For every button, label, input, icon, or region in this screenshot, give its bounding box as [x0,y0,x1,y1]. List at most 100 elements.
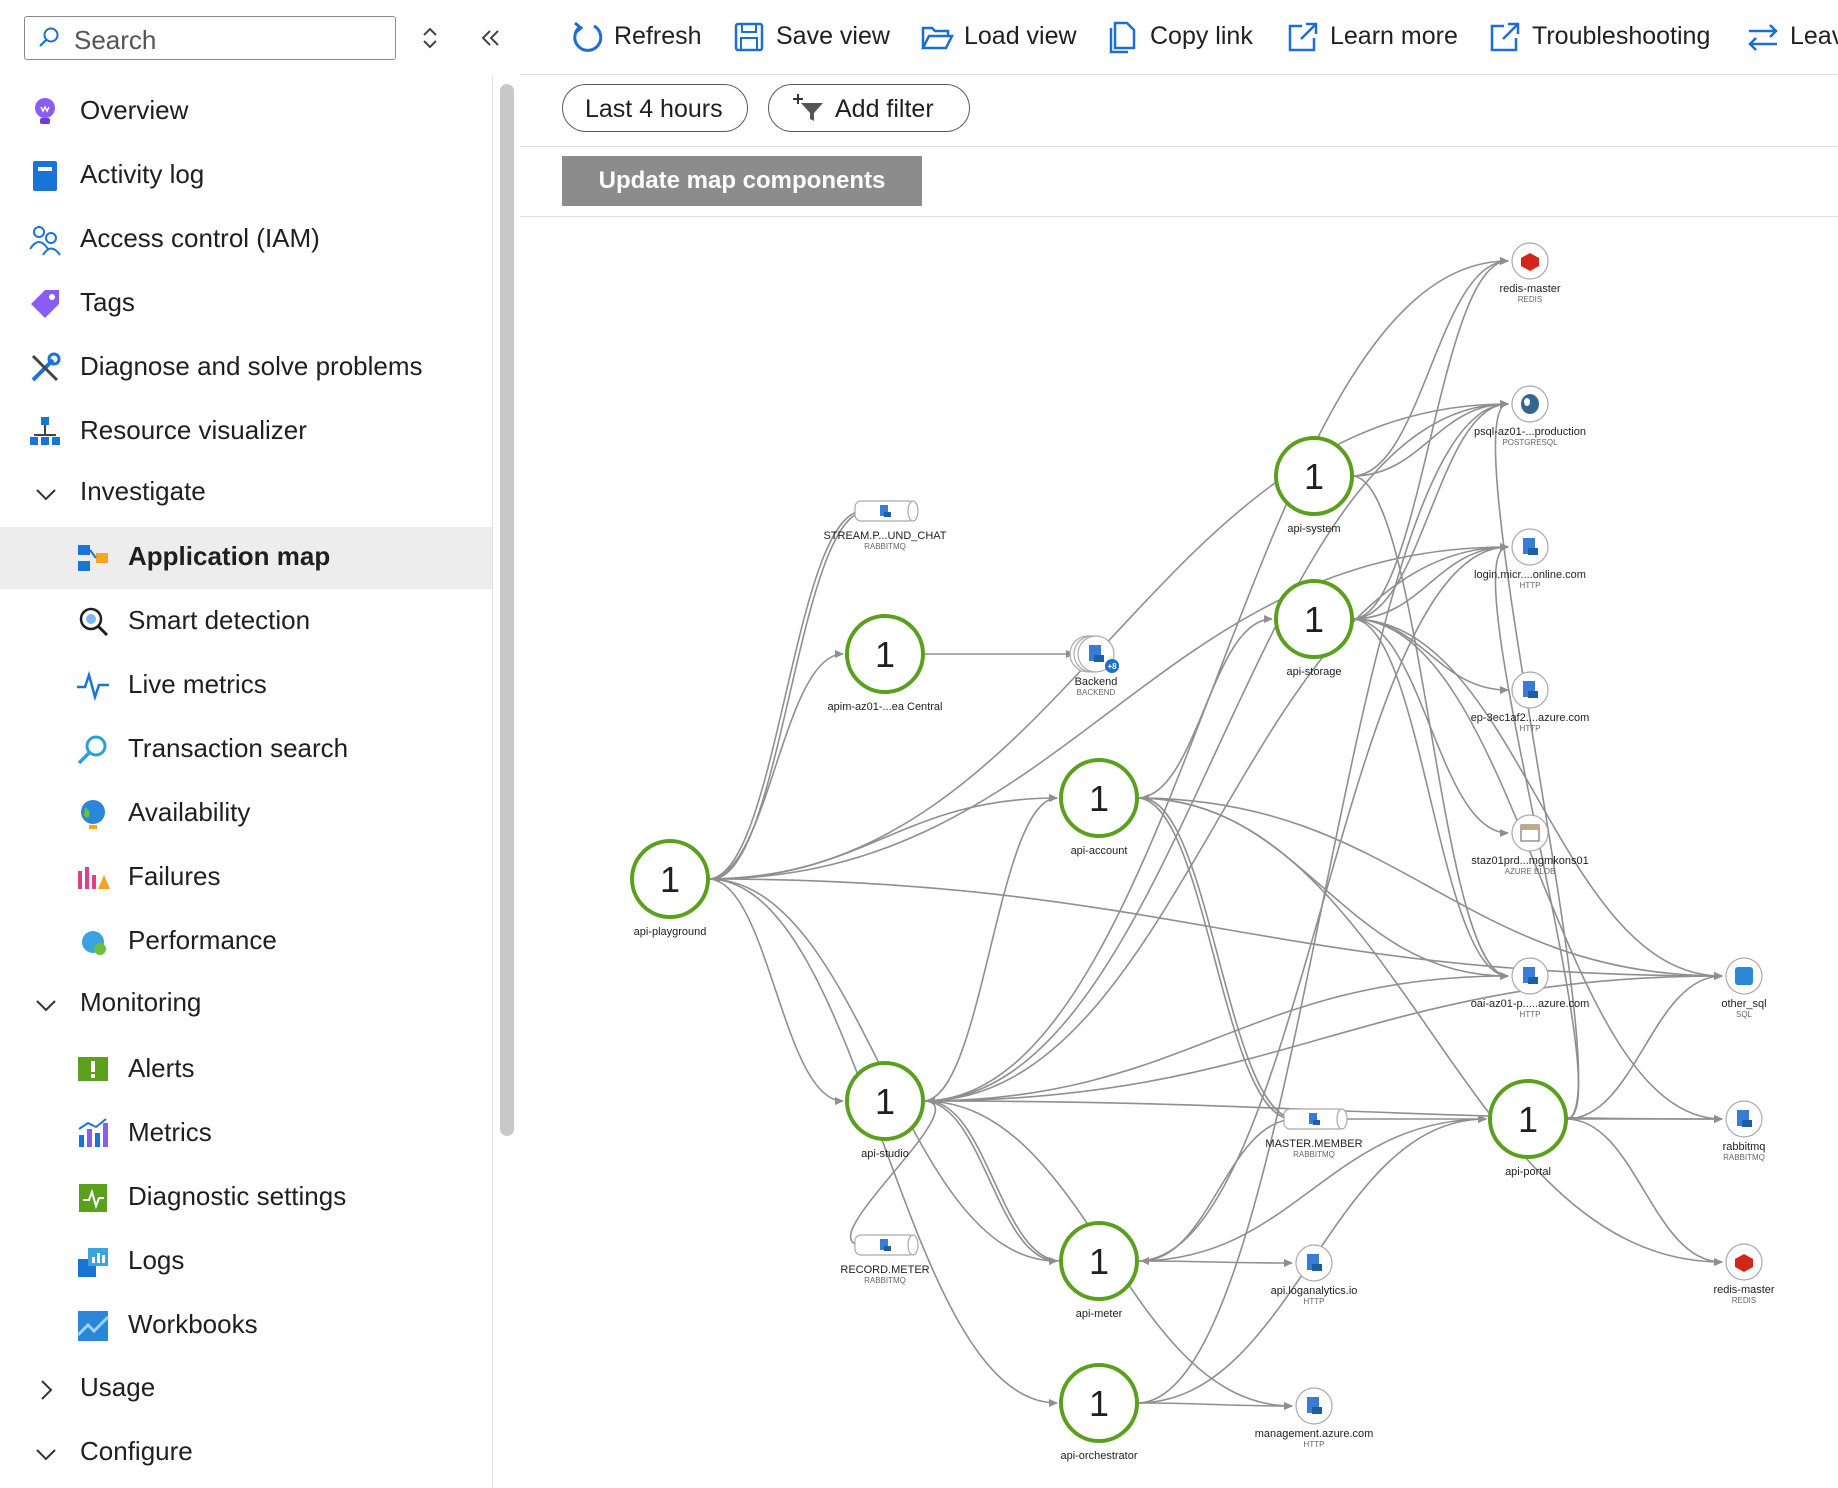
sidebar-item-failures[interactable]: Failures [0,847,492,909]
sidebar-item-workbooks[interactable]: Workbooks [0,1295,492,1357]
dependency-edge[interactable] [707,507,864,880]
dependency-edge[interactable] [922,257,1509,1102]
dependency-edge[interactable] [1136,1401,1293,1410]
sidebar-item-resource-visualizer[interactable]: Resource visualizer [0,401,492,463]
dependency-edge[interactable] [711,510,868,883]
sidebar-item-tags[interactable]: Tags [0,273,492,335]
sidebar-item-overview[interactable]: Overview [0,81,492,143]
dependency-edge[interactable] [1136,797,1723,980]
sidebar-item-diagnose[interactable]: Diagnose and solve problems [0,337,492,399]
dependency-edge[interactable] [1351,618,1723,980]
dependency-edge[interactable] [1351,257,1509,477]
dependency-edge[interactable] [1351,618,1723,1123]
globe-icon [81,800,105,829]
group-configure[interactable]: Configure [0,1422,492,1484]
sidebar-item-access-control[interactable]: Access control (IAM) [0,209,492,271]
dependency-edge[interactable] [922,972,1723,1102]
app-node-label: api-portal [1505,1166,1551,1178]
dependency-edge[interactable] [1494,400,1580,1120]
dependency-edge[interactable] [1351,618,1509,980]
dependency-edge[interactable] [1140,794,1297,1120]
sidebar-item-metrics[interactable]: Metrics [0,1103,492,1165]
dependency-edge[interactable] [1136,797,1293,1123]
dependency-edge[interactable] [922,543,1509,1102]
dependency-edge[interactable] [1351,618,1509,694]
sidebar-scrollbar[interactable] [500,84,514,1136]
dependency-edge[interactable] [1351,257,1509,620]
dependency-edge[interactable] [1351,618,1509,837]
sort-toggle-icon[interactable] [418,24,442,52]
update-map-components-button[interactable]: Update map components [562,156,922,206]
dependency-edge[interactable] [1565,1118,1723,1266]
dependency-edge[interactable] [707,878,1058,1407]
dependency-edge[interactable] [1565,972,1723,1120]
sidebar-item-transaction-search[interactable]: Transaction search [0,719,492,781]
dependency-edge[interactable] [922,400,1509,1102]
sidebar-item-live-metrics[interactable]: Live metrics [0,655,492,717]
dependency-edge[interactable] [1136,400,1509,1404]
chevron-down-icon [36,489,56,501]
dependency-edge[interactable] [849,1100,937,1249]
sidebar-item-alerts[interactable]: Alerts [0,1039,492,1101]
sidebar-item-label: Logs [128,1245,185,1275]
leave-button[interactable]: Leave [1746,18,1838,58]
dependency-edge[interactable] [1136,1115,1487,1262]
sidebar-item-activity-log[interactable]: Activity log [0,145,492,207]
group-investigate[interactable]: Investigate [0,462,492,524]
dependency-edge[interactable] [922,972,1509,1102]
dependency-edge[interactable] [922,794,1058,1102]
dependency-edge[interactable] [922,1100,1058,1265]
sidebar-item-label: Tags [80,287,135,317]
time-range-pill[interactable]: Last 4 hours [562,84,748,132]
sidebar-item-availability[interactable]: Availability [0,783,492,845]
dependency-edge[interactable] [1136,797,1723,1266]
collapse-sidebar-icon[interactable] [476,24,504,52]
group-monitoring[interactable]: Monitoring [0,973,492,1035]
dependency-edge[interactable] [1351,400,1509,620]
dependency-edge[interactable] [707,543,1509,880]
sidebar-item-logs[interactable]: Logs [0,1231,492,1293]
sidebar-item-performance[interactable]: Performance [0,911,492,973]
sidebar-item-application-map[interactable]: Application map [0,527,492,589]
group-usage[interactable]: Usage [0,1358,492,1420]
search-input[interactable]: Search [24,16,396,60]
dependency-edge[interactable] [707,650,844,880]
sidebar-item-diagnostic-settings[interactable]: Diagnostic settings [0,1167,492,1229]
sidebar-item-smart-detection[interactable]: Smart detection [0,591,492,653]
dependency-edge[interactable] [1136,1258,1293,1267]
dependency-edge[interactable] [1136,797,1509,980]
add-filter-pill[interactable]: Add filter [768,84,970,132]
dependency-edge[interactable] [707,878,844,1105]
instance-count: 1 [875,634,895,675]
dependency-edge[interactable] [1351,543,1509,620]
dependency-edge[interactable] [1140,1118,1297,1265]
sidebar-item-label: Access control (IAM) [80,223,320,253]
dependency-edge[interactable] [926,1097,1062,1262]
